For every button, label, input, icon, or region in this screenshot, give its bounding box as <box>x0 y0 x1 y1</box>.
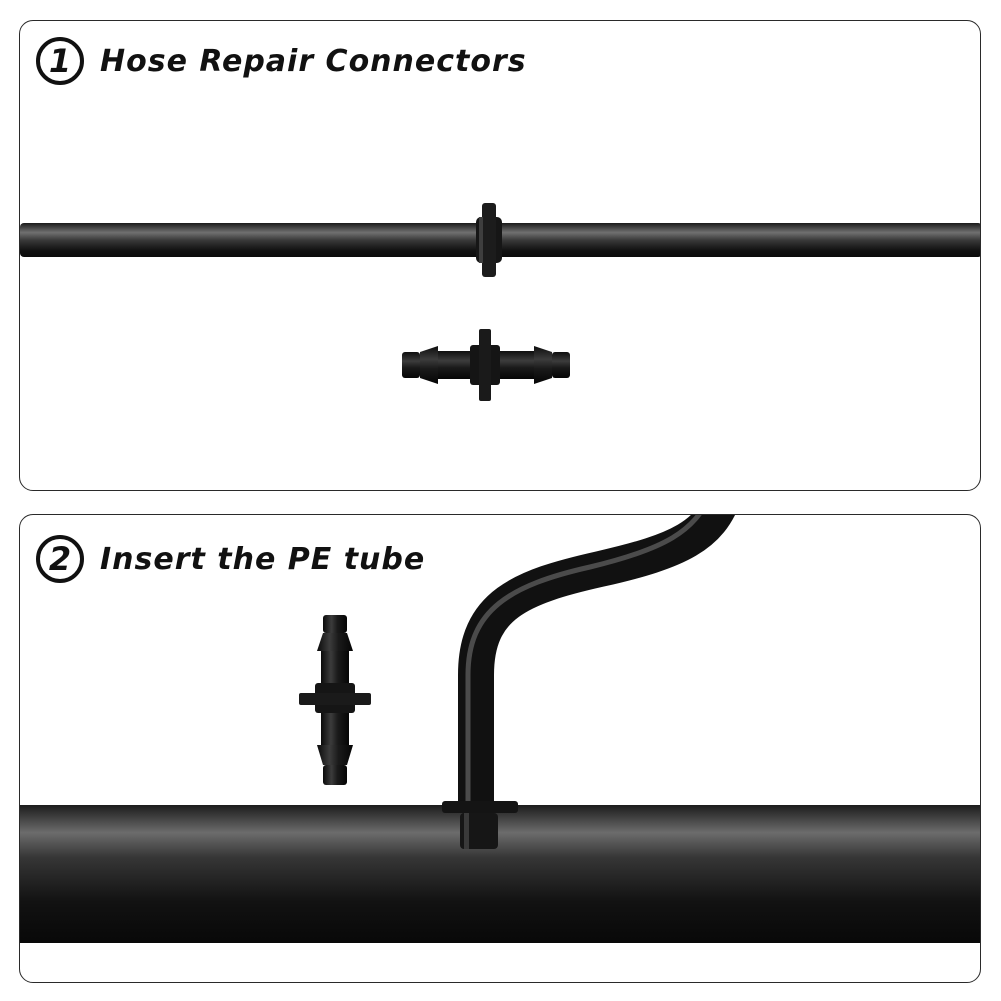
vertical-connector <box>299 615 371 785</box>
step-number-badge: 1 <box>36 37 84 85</box>
main-hose <box>20 805 980 943</box>
connector-on-hose <box>442 801 518 849</box>
step-number-badge: 2 <box>36 535 84 583</box>
step-2-illustration <box>20 515 980 943</box>
step-1-header: 1 Hose Repair Connectors <box>36 37 527 85</box>
curved-pe-tube <box>458 515 735 815</box>
step-title: Insert the PE tube <box>100 541 426 577</box>
connector-on-tube <box>476 203 502 277</box>
step-2-panel: 2 Insert the PE tube <box>19 514 981 983</box>
step-title: Hose Repair Connectors <box>100 43 527 79</box>
step-1-panel: 1 Hose Repair Connectors <box>19 20 981 491</box>
straight-connector <box>402 329 570 401</box>
step-2-header: 2 Insert the PE tube <box>36 535 425 583</box>
step-1-illustration <box>20 203 980 401</box>
